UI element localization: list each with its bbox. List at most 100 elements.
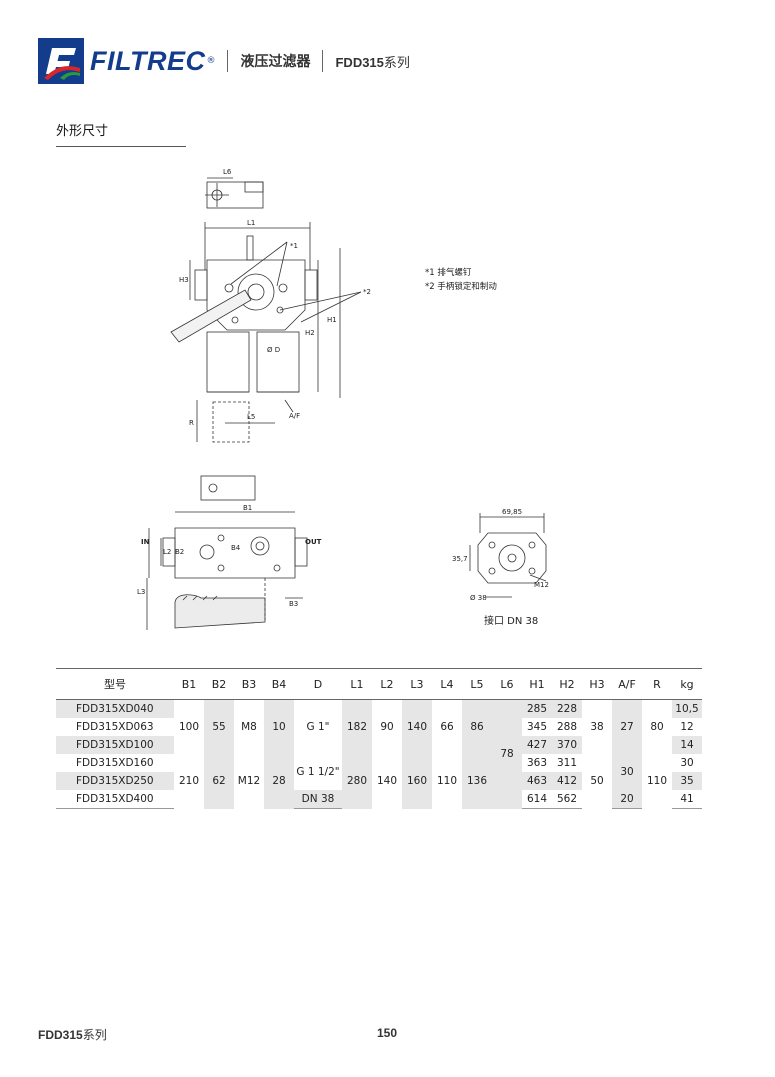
cell-d: G 1" xyxy=(306,721,330,733)
cell-h1: 614 xyxy=(522,790,552,809)
cell-l4: 110 xyxy=(436,775,458,788)
cell-model: FDD315XD400 xyxy=(56,790,174,809)
col-b4: B4 xyxy=(264,668,294,700)
section-title: 外形尺寸 xyxy=(56,124,109,139)
col-model: 型号 xyxy=(56,668,174,700)
cell-model: FDD315XD100 xyxy=(56,736,174,754)
col-r: R xyxy=(642,668,672,700)
cell-h1: 427 xyxy=(522,736,552,754)
spec-table: 型号 B1 B2 B3 B4 D L1 L2 L3 L4 L5 L6 H1 H2… xyxy=(56,668,702,809)
cell-model: FDD315XD250 xyxy=(56,772,174,790)
col-af: A/F xyxy=(612,668,642,700)
dim-af: A/F xyxy=(289,412,300,420)
cell-b4: 10 xyxy=(264,699,294,754)
cell-h2: 288 xyxy=(556,721,578,733)
cell-h1: 463 xyxy=(522,772,552,790)
footer-series: FDD315系列 xyxy=(38,1026,107,1043)
cell-l4: 66 xyxy=(440,721,454,733)
table-header-row: 型号 B1 B2 B3 B4 D L1 L2 L3 L4 L5 L6 H1 H2… xyxy=(56,668,702,700)
cell-model: FDD315XD040 xyxy=(56,699,174,718)
dim-flange-height: 35,7 xyxy=(452,555,468,563)
dim-l3: L3 xyxy=(137,588,145,596)
table-row: FDD315XD100 427 370 14 xyxy=(56,736,702,754)
col-l3: L3 xyxy=(402,668,432,700)
cell-r: 110 xyxy=(646,775,668,788)
cell-kg: 35 xyxy=(672,772,702,790)
front-view-drawing: L6 L1 H3 H1 H2 *1 *2 Ø D R L5 A/F xyxy=(170,168,371,443)
series-suffix: 系列 xyxy=(383,55,410,71)
col-b3: B3 xyxy=(234,668,264,700)
dim-l2: L2 xyxy=(163,548,171,556)
cell-b2: 55 xyxy=(204,699,234,754)
cell-l1: 182 xyxy=(342,699,372,754)
cell-af: 20 xyxy=(612,790,642,809)
cell-b1: 100 xyxy=(178,721,200,733)
dim-h3: H3 xyxy=(179,276,189,284)
cell-d: DN 38 xyxy=(294,790,342,809)
col-l6: L6 xyxy=(492,668,522,700)
header-subtitle: 液压过滤器 xyxy=(240,54,311,70)
cell-h2: 412 xyxy=(552,772,582,790)
dim-b4: B4 xyxy=(231,544,241,552)
cell-kg: 41 xyxy=(672,790,702,809)
dim-l5: L5 xyxy=(247,413,255,421)
series-code: FDD315 xyxy=(335,54,384,70)
footer-series-suffix: 系列 xyxy=(82,1028,107,1042)
page-header: FILTREC® 液压过滤器 FDD315系列 xyxy=(38,38,410,84)
cell-d: G 1 1/2" xyxy=(296,766,340,778)
col-h3: H3 xyxy=(582,668,612,700)
table-row: FDD315XD063 345 288 12 xyxy=(56,718,702,736)
cell-kg: 12 xyxy=(680,721,694,733)
top-view-drawing: B1 IN OUT B2 L2 B4 L3 B3 xyxy=(137,475,322,630)
dim-l6: L6 xyxy=(223,168,232,176)
registered-mark: ® xyxy=(206,56,216,66)
cell-l6: 78 xyxy=(492,699,522,809)
cell-h1: 285 xyxy=(522,699,552,718)
cell-l3: 140 xyxy=(402,699,432,754)
cell-b4: 28 xyxy=(264,754,294,809)
cell-h3: 50 xyxy=(590,775,604,788)
page-number: 150 xyxy=(377,1026,398,1040)
col-l2: L2 xyxy=(372,668,402,700)
col-l1: L1 xyxy=(342,668,372,700)
cell-h2: 311 xyxy=(556,757,578,769)
cell-l2: 90 xyxy=(380,721,394,733)
cell-h2: 562 xyxy=(552,790,582,809)
table-row: FDD315XD160 210 62 M12 28 G 1 1/2" 280 1… xyxy=(56,754,702,809)
cell-h2: 370 xyxy=(552,736,582,754)
note-2: *2 手柄锁定和制动 xyxy=(425,282,497,292)
col-b2: B2 xyxy=(204,668,234,700)
col-h1: H1 xyxy=(522,668,552,700)
flange-caption: 接口 DN 38 xyxy=(484,616,539,627)
dim-l1: L1 xyxy=(247,219,255,227)
cell-h3: 38 xyxy=(590,721,604,733)
dim-r: R xyxy=(189,419,194,427)
cell-kg: 14 xyxy=(672,736,702,754)
dim-b3: B3 xyxy=(289,600,298,608)
table-row: FDD315XD400 DN 38 614 562 20 41 xyxy=(56,790,702,809)
col-d: D xyxy=(294,668,342,700)
col-kg: kg xyxy=(672,668,702,700)
cell-model: FDD315XD063 xyxy=(76,721,154,733)
dim-h1: H1 xyxy=(327,316,337,324)
cell-r: 80 xyxy=(650,721,664,733)
cell-l5: 136 xyxy=(462,754,492,809)
cell-b3: M8 xyxy=(241,721,257,733)
cell-l3: 160 xyxy=(402,754,432,809)
header-divider xyxy=(227,50,229,72)
footer-series-code: FDD315 xyxy=(38,1028,83,1042)
header-series: FDD315系列 xyxy=(335,52,409,71)
dim-b2: B2 xyxy=(175,548,184,556)
cell-af: 30 xyxy=(612,754,642,790)
section-rule xyxy=(56,146,186,147)
dim-h2: H2 xyxy=(305,329,315,337)
table-row: FDD315XD250 463 412 35 xyxy=(56,772,702,790)
cell-model: FDD315XD160 xyxy=(76,757,154,769)
cell-b3: M12 xyxy=(237,775,261,788)
cell-kg: 30 xyxy=(680,757,694,769)
col-h2: H2 xyxy=(552,668,582,700)
cell-b2: 62 xyxy=(204,754,234,809)
dim-flange-width: 69,85 xyxy=(502,508,522,516)
port-out: OUT xyxy=(305,538,322,546)
cell-l1: 280 xyxy=(342,754,372,809)
